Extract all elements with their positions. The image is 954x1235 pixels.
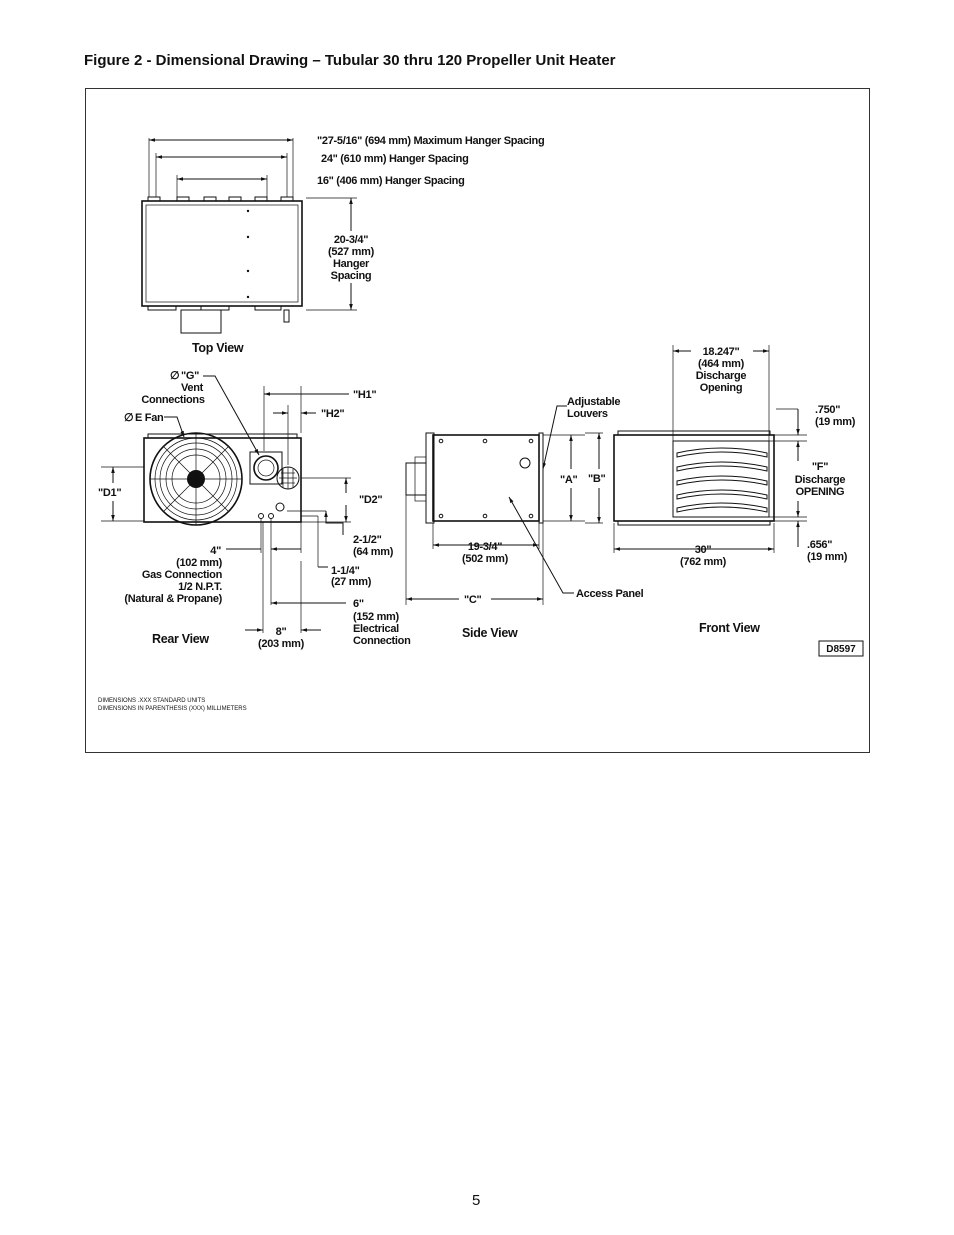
access-panel-callout: Access Panel xyxy=(576,588,644,600)
svg-text:Discharge: Discharge xyxy=(795,474,846,486)
hanger-height-dim: 20-3/4" (527 mm) Hanger Spacing xyxy=(328,234,375,282)
svg-text:Opening: Opening xyxy=(700,382,743,394)
b-dim: "B" xyxy=(588,473,606,485)
rear-view-label: Rear View xyxy=(152,632,209,646)
discharge-opening-dim: 18.247" (464 mm) Discharge Opening xyxy=(696,346,747,394)
max-hanger-dim: "27-5/16" (694 mm) Maximum Hanger Spacin… xyxy=(317,135,544,147)
svg-text:(64 mm): (64 mm) xyxy=(353,546,394,558)
svg-text:(527 mm): (527 mm) xyxy=(328,246,375,258)
d2-dim: "D2" xyxy=(359,494,382,506)
side-view-label: Side View xyxy=(462,626,518,640)
vent-connection xyxy=(249,451,283,485)
svg-text:"F": "F" xyxy=(812,461,828,473)
side-view-housing xyxy=(432,434,540,522)
svg-text:Discharge: Discharge xyxy=(696,370,747,382)
svg-text:20-3/4": 20-3/4" xyxy=(334,234,368,246)
louvers-callout: Adjustable xyxy=(567,396,620,408)
hanger-16-dim: 16" (406 mm) Hanger Spacing xyxy=(317,175,465,187)
h2-dim: "H2" xyxy=(321,408,344,420)
note-standard-units: DIMENSIONS .XXX STANDARD UNITS xyxy=(98,698,205,704)
width-8-dim: 8" xyxy=(276,626,287,638)
fan xyxy=(149,432,243,526)
air-grill xyxy=(276,466,300,490)
note-millimeters: DIMENSIONS IN PARENTHESIS (XXX) MILLIMET… xyxy=(98,706,247,712)
svg-text:Hanger: Hanger xyxy=(333,258,370,270)
front-view: 18.247" (464 mm) Discharge Opening .750"… xyxy=(613,345,856,635)
depth-dim: 19-3/4" xyxy=(468,541,502,553)
f-discharge-dim: "F" Discharge OPENING xyxy=(795,461,846,498)
svg-text:4": 4" xyxy=(210,545,221,557)
svg-text:(464 mm): (464 mm) xyxy=(698,358,745,370)
c-dim: "C" xyxy=(464,594,482,606)
svg-text:D8597: D8597 xyxy=(826,644,856,655)
svg-text:(502 mm): (502 mm) xyxy=(462,553,509,565)
svg-text:(762 mm): (762 mm) xyxy=(680,556,727,568)
drawing-id-box: D8597 xyxy=(818,640,864,657)
svg-text:18.247": 18.247" xyxy=(703,346,740,358)
rear-view: ∅ "G" Vent Connections ∅ E Fan "H1" "H2"… xyxy=(98,370,411,650)
svg-text:Connections: Connections xyxy=(141,394,204,406)
front-view-label: Front View xyxy=(699,621,760,635)
electrical-connection-dim: 6" (152 mm) Electrical Connection xyxy=(353,598,411,647)
svg-text:(102 mm): (102 mm) xyxy=(176,557,223,569)
svg-text:∅: ∅ xyxy=(170,370,179,382)
svg-text:(203 mm): (203 mm) xyxy=(258,638,305,650)
discharge-opening xyxy=(672,440,770,518)
side-view: Adjustable Louvers "A" "B" 19-3/4" (502 … xyxy=(405,396,644,640)
louver-blades xyxy=(676,447,768,513)
page-number: 5 xyxy=(472,1192,481,1209)
offset-1-25-dim: 1-1/4" xyxy=(331,565,360,577)
svg-text:Gas Connection: Gas Connection xyxy=(142,569,223,581)
flue-stub xyxy=(180,309,222,334)
svg-text:OPENING: OPENING xyxy=(796,486,845,498)
hanger-24-dim: 24" (610 mm) Hanger Spacing xyxy=(321,153,469,165)
h1-dim: "H1" xyxy=(353,389,376,401)
svg-text:(19 mm): (19 mm) xyxy=(807,551,848,563)
electrical-knockout xyxy=(275,502,285,512)
svg-text:(Natural & Propane): (Natural & Propane) xyxy=(124,593,222,605)
svg-text:1/2 N.P.T.: 1/2 N.P.T. xyxy=(178,581,222,593)
bottom-margin-dim: .656" xyxy=(807,539,832,551)
top-view-housing xyxy=(141,200,303,307)
top-margin-dim: .750" xyxy=(815,404,840,416)
svg-text:Connection: Connection xyxy=(353,635,411,647)
gas-connection-port xyxy=(258,513,264,519)
a-dim: "A" xyxy=(560,474,578,486)
dimensional-drawing: "27-5/16" (694 mm) Maximum Hanger Spacin… xyxy=(98,135,864,712)
svg-text:(152 mm): (152 mm) xyxy=(353,611,400,623)
gas-connection-dim: 4" (102 mm) Gas Connection 1/2 N.P.T. (N… xyxy=(124,545,223,605)
e-fan-dim: E Fan xyxy=(135,412,164,424)
svg-text:Electrical: Electrical xyxy=(353,623,399,635)
top-view-label: Top View xyxy=(192,341,244,355)
offset-2-5-dim: 2-1/2" xyxy=(353,534,382,546)
svg-text:(19 mm): (19 mm) xyxy=(815,416,856,428)
svg-text:Spacing: Spacing xyxy=(331,270,372,282)
width-30-dim: 30" xyxy=(695,544,712,556)
svg-text:6": 6" xyxy=(353,598,364,610)
svg-text:(27 mm): (27 mm) xyxy=(331,576,372,588)
svg-text:Vent: Vent xyxy=(181,382,204,394)
drawing-frame: "27-5/16" (694 mm) Maximum Hanger Spacin… xyxy=(85,88,870,753)
svg-text:∅: ∅ xyxy=(124,412,133,424)
figure-title: Figure 2 - Dimensional Drawing – Tubular… xyxy=(84,52,616,69)
vent-g-dim: "G" xyxy=(181,370,199,382)
svg-text:Louvers: Louvers xyxy=(567,408,608,420)
hanger-lugs xyxy=(147,196,294,311)
d1-dim: "D1" xyxy=(98,487,121,499)
top-view: "27-5/16" (694 mm) Maximum Hanger Spacin… xyxy=(141,135,545,355)
